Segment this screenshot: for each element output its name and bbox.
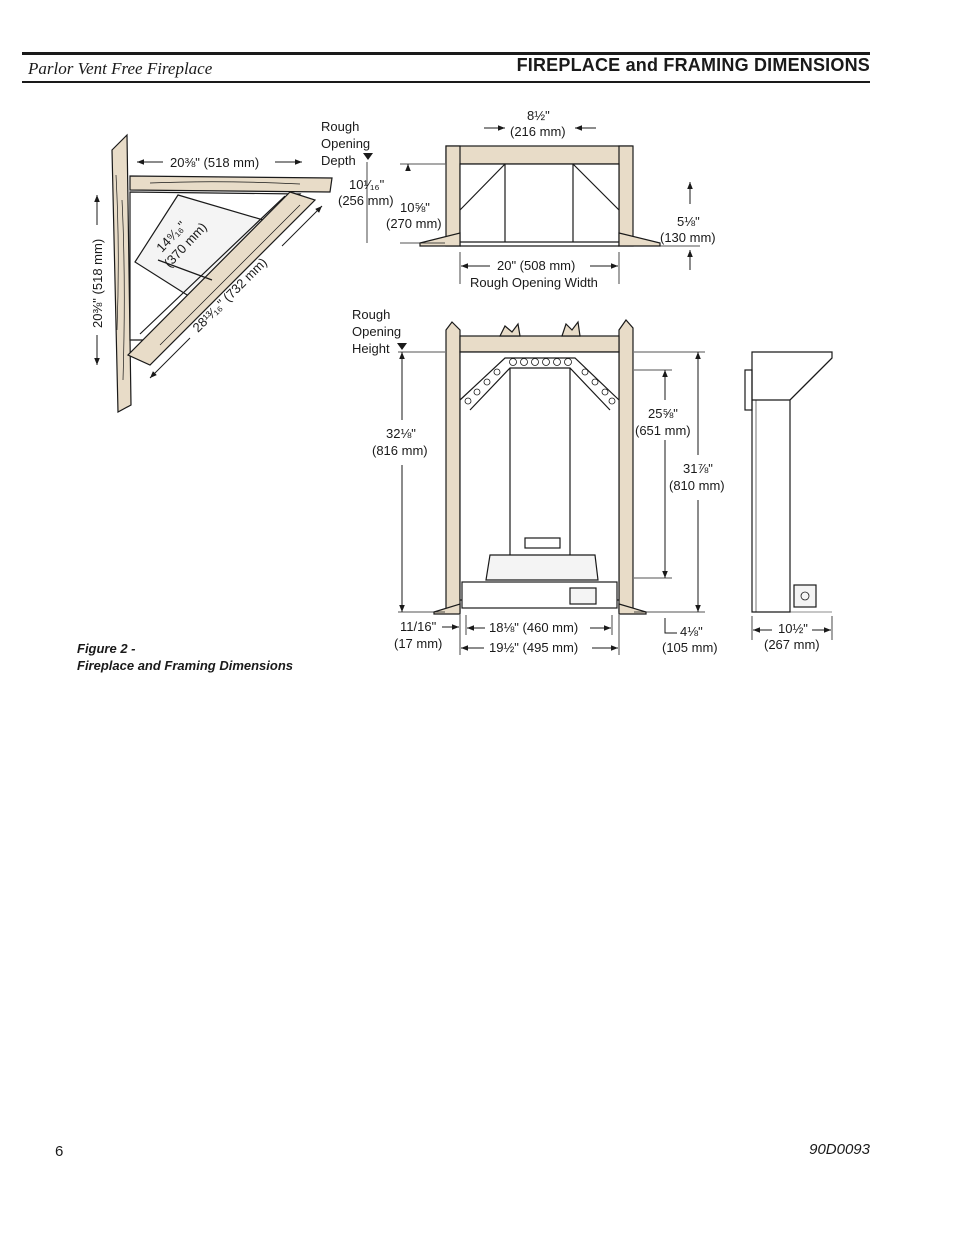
section-title: FIREPLACE and FRAMING DIMENSIONS: [516, 55, 870, 75]
depth1-label: 10¹⁄₁₆": [349, 177, 385, 192]
offset-mm-label: (17 mm): [394, 636, 442, 651]
rough-depth-label-3: Depth: [321, 153, 356, 168]
header-rule-bottom: [22, 81, 870, 83]
width-dim-label: 20" (508 mm): [497, 258, 575, 273]
rough-height-label-2: Opening: [352, 324, 401, 339]
page-number: 6: [55, 1143, 64, 1160]
outer-height-label: 31⅞": [683, 461, 713, 476]
front-view-holes: [464, 358, 616, 405]
rough-depth-label-2: Opening: [321, 136, 370, 151]
depth2-mm-label: (270 mm): [386, 216, 442, 231]
base-inner-label: 18⅛" (460 mm): [489, 620, 578, 635]
right-dim-mm-label: (130 mm): [660, 230, 716, 245]
corner-view-drawing: [111, 133, 333, 413]
side-view-drawing: [744, 351, 833, 613]
base-outer-label: 19½" (495 mm): [489, 640, 578, 655]
header-rule-top: [22, 52, 870, 55]
side-depth-mm-label: (267 mm): [764, 637, 820, 652]
width-caption-label: Rough Opening Width: [470, 275, 598, 290]
depth1-mm-label: (256 mm): [338, 193, 394, 208]
document-title: Parlor Vent Free Fireplace: [28, 59, 213, 78]
inner-height-label: 25⅝": [648, 406, 678, 421]
rough-height-marker: [397, 343, 407, 350]
document-number: 90D0093: [809, 1141, 870, 1158]
top-view-drawing: [419, 145, 661, 247]
rough-height-label-1: Rough: [352, 307, 390, 322]
top-dim-mm-label: (216 mm): [510, 124, 566, 139]
corner-side-height-label: 20⅜" (518 mm): [90, 239, 105, 328]
figure-caption-line-1: Figure 2 -: [77, 641, 136, 656]
top-dim-label: 8½": [527, 108, 550, 123]
outer-height-mm-label: (810 mm): [669, 478, 725, 493]
rough-depth-marker: [363, 153, 373, 160]
front-view-drawing: [433, 319, 647, 615]
offset-label: 11/16": [400, 619, 437, 634]
corner-top-width-label: 20⅜" (518 mm): [170, 155, 259, 170]
rough-height-label-3: Height: [352, 341, 390, 356]
side-depth-label: 10½": [778, 621, 808, 636]
foot-mm-label: (105 mm): [662, 640, 718, 655]
height1-label: 32⅛": [386, 426, 416, 441]
foot-label: 4⅛": [680, 624, 703, 639]
figure-caption-line-2: Fireplace and Framing Dimensions: [77, 658, 293, 673]
figure-caption: Figure 2 - Fireplace and Framing Dimensi…: [77, 640, 293, 674]
inner-height-mm-label: (651 mm): [635, 423, 691, 438]
right-dim-label: 5⅛": [677, 214, 700, 229]
height1-mm-label: (816 mm): [372, 443, 428, 458]
depth2-label: 10⅝": [400, 200, 430, 215]
rough-depth-label-1: Rough: [321, 119, 359, 134]
